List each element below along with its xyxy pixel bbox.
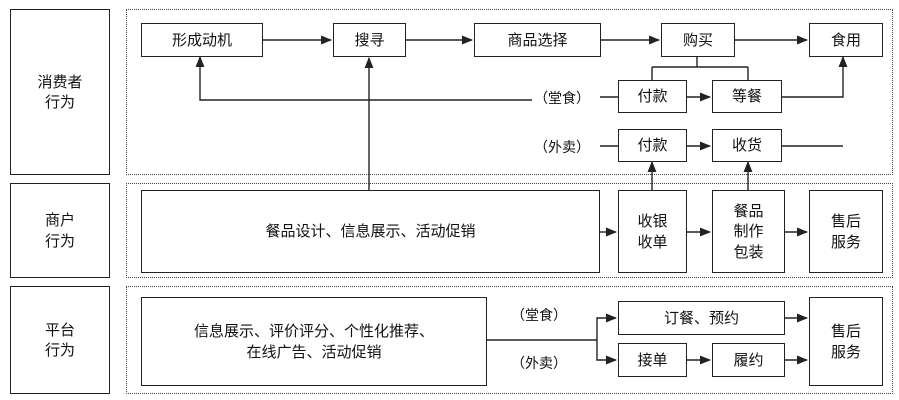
consumer-row-container [126, 9, 893, 175]
node-fulfill: 履约 [712, 343, 785, 377]
node-production: 餐品 制作 包装 [712, 190, 785, 273]
node-booking: 订餐、预约 [618, 301, 785, 335]
node-merchant-after-sales: 售后 服务 [809, 190, 883, 273]
platform-row-container [126, 286, 893, 394]
label-dinein-consumer: （堂食） [532, 88, 592, 108]
label-takeout-consumer: （外卖） [532, 137, 592, 157]
node-purchase: 购买 [661, 23, 735, 57]
row-label-platform: 平台 行为 [10, 286, 110, 394]
node-platform-after-sales: 售后 服务 [809, 297, 883, 386]
node-eat: 食用 [809, 23, 883, 57]
node-cashier: 收银 收单 [618, 190, 687, 273]
label-dinein-platform: （堂食） [509, 305, 569, 325]
node-pay-dinein: 付款 [618, 80, 687, 113]
label-takeout-platform: （外卖） [509, 353, 569, 373]
row-label-merchant: 商户 行为 [10, 183, 110, 278]
node-receive-goods: 收货 [712, 129, 782, 162]
node-wait-meal: 等餐 [712, 80, 782, 113]
node-pay-takeout: 付款 [618, 129, 687, 162]
row-label-consumer: 消费者 行为 [10, 9, 110, 175]
node-motive: 形成动机 [141, 23, 263, 57]
node-search: 搜寻 [333, 23, 406, 57]
node-product-select: 商品选择 [474, 23, 601, 57]
node-platform-info: 信息展示、评价评分、个性化推荐、 在线广告、活动促销 [141, 297, 487, 386]
node-merchant-design: 餐品设计、信息展示、活动促销 [141, 190, 600, 273]
merchant-row-container [126, 183, 893, 278]
node-accept-order: 接单 [618, 343, 687, 377]
